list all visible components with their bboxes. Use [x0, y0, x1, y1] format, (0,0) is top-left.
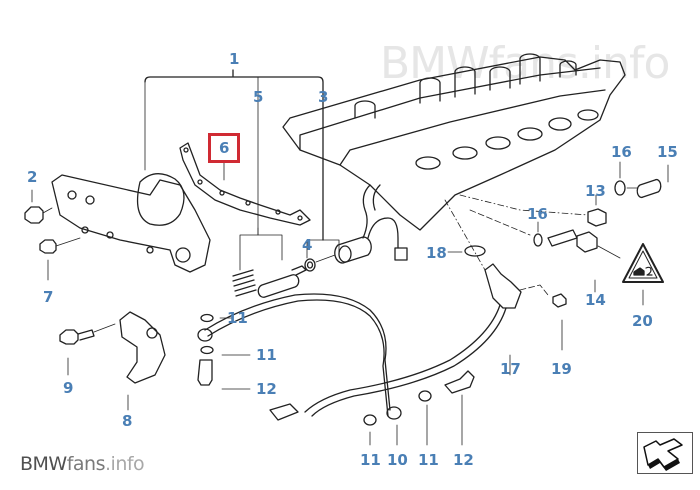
watermark-brand: BMW [20, 453, 67, 475]
plug-15 [636, 164, 669, 199]
callout-18[interactable]: 18 [426, 244, 447, 262]
washer-16 [614, 161, 639, 196]
sensor-17 [269, 263, 549, 421]
bolt-19 [552, 293, 567, 351]
callout-7[interactable]: 7 [43, 288, 54, 306]
callout-17[interactable]: 17 [500, 360, 521, 378]
bracket-8 [119, 311, 166, 411]
callout-6[interactable]: 6 [219, 139, 230, 157]
leader-lines [219, 317, 463, 446]
callout-15[interactable]: 15 [657, 143, 678, 161]
solenoid [334, 217, 408, 264]
bolt-2 [24, 189, 53, 224]
callout-5[interactable]: 5 [253, 88, 264, 106]
watermark-mid: fans [66, 453, 106, 475]
plug-13 [459, 194, 607, 227]
callout-16-mid[interactable]: 16 [527, 205, 548, 223]
callout-14[interactable]: 14 [585, 291, 606, 309]
washer-16b [469, 209, 543, 247]
oring-18 [444, 199, 486, 271]
callout-11-a[interactable]: 11 [227, 309, 248, 327]
watermark-tld: .info [105, 453, 145, 475]
cylinder-head [282, 53, 626, 239]
callout-11-d[interactable]: 11 [418, 451, 439, 469]
warning-triangle-icon [622, 243, 664, 306]
sensor-14 [547, 229, 621, 293]
callout-12-a[interactable]: 12 [256, 380, 277, 398]
callout-19[interactable]: 19 [551, 360, 572, 378]
seal-ring-4 [304, 254, 336, 272]
watermark-bottom: BMWfans.info [20, 453, 145, 475]
callout-8[interactable]: 8 [122, 412, 133, 430]
back-arrow-button[interactable] [637, 432, 693, 474]
gasket-6 [179, 142, 311, 226]
bolt-7 [39, 237, 81, 281]
callout-20[interactable]: 20 [632, 312, 653, 330]
back-arrow-icon [643, 438, 683, 471]
oil-pump-housing [51, 173, 211, 273]
callout-1[interactable]: 1 [229, 50, 240, 68]
callout-10[interactable]: 10 [387, 451, 408, 469]
callout-9[interactable]: 9 [63, 379, 74, 397]
callout-3[interactable]: 3 [318, 88, 329, 106]
callout-4[interactable]: 4 [302, 236, 313, 254]
callout-16-top[interactable]: 16 [611, 143, 632, 161]
oil-line [197, 293, 475, 426]
highlight-box [208, 133, 240, 163]
bolt-9 [59, 323, 116, 376]
callout-13[interactable]: 13 [585, 182, 606, 200]
callout-11-c[interactable]: 11 [360, 451, 381, 469]
callout-2[interactable]: 2 [27, 168, 38, 186]
pressure-relief-spring [232, 265, 307, 298]
watermark-top: BMWfans.info [380, 38, 670, 89]
callout-11-b[interactable]: 11 [256, 346, 277, 364]
callout-12-b[interactable]: 12 [453, 451, 474, 469]
